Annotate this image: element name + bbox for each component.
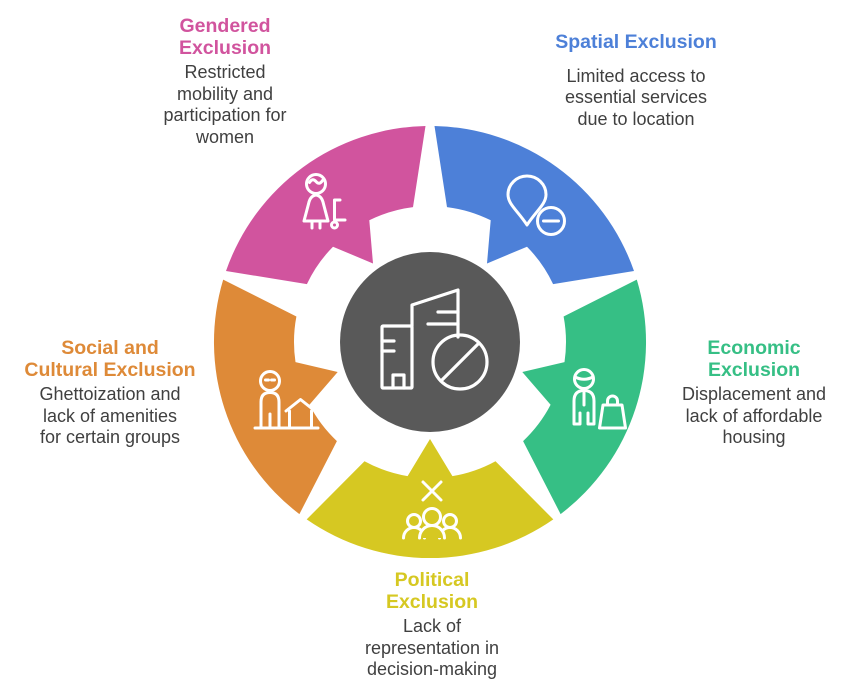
group-crossed-out-icon — [402, 480, 462, 540]
title-line: Social and — [61, 337, 159, 359]
house-roof — [284, 398, 317, 413]
description-line: women — [195, 126, 255, 147]
label-economic-exclusion: Economic Exclusion Displacement and lack… — [641, 337, 864, 449]
description-line: due to location — [577, 108, 695, 129]
description-line: Displacement and — [681, 384, 827, 404]
woman-dress — [302, 193, 330, 223]
description-line: Limited access to — [566, 65, 706, 86]
title-line: Economic — [707, 337, 801, 359]
building-icon — [380, 324, 414, 390]
segment-title: Spatial Exclusion — [521, 31, 751, 54]
person-shopping-bag-icon — [572, 368, 627, 430]
segment-title: Political Exclusion — [319, 569, 545, 613]
segment-title: Social and Cultural Exclusion — [0, 337, 223, 381]
luggage-trolley — [333, 198, 347, 222]
label-gendered-exclusion: Gendered Exclusion Restricted mobility a… — [112, 15, 338, 148]
description-line: lack of affordable — [685, 405, 823, 426]
description-line: for certain groups — [39, 427, 181, 447]
woman-luggage-icon — [302, 173, 347, 230]
location-pin-minus-icon — [506, 174, 566, 236]
no-entry-circle — [431, 333, 489, 391]
title-line: Cultural Exclusion — [24, 358, 196, 381]
person-hat-line — [573, 375, 595, 381]
description-line: Ghettoization and — [39, 384, 181, 404]
shopping-bag-handle — [606, 394, 619, 407]
description-line: essential services — [564, 87, 708, 107]
description-line: participation for — [163, 105, 287, 125]
segment-gendered-exclusion — [226, 126, 426, 285]
person-legs — [572, 411, 596, 426]
segment-description: Lack of representation in decision-makin… — [319, 616, 545, 681]
x-mark-icon — [421, 480, 443, 502]
label-social-cultural-exclusion: Social and Cultural Exclusion Ghettoizat… — [0, 337, 223, 449]
title-line: Exclusion — [707, 358, 801, 381]
segment-social-cultural-exclusion — [213, 279, 338, 515]
label-spatial-exclusion: Spatial Exclusion Limited access to esse… — [521, 31, 751, 131]
group-middle-head — [422, 507, 442, 527]
woman-legs — [310, 219, 322, 230]
title-line: Political — [394, 569, 470, 591]
map-pin — [506, 174, 548, 227]
center-circle — [340, 252, 520, 432]
description-line: mobility and — [176, 83, 274, 104]
woman-hair — [308, 178, 324, 185]
segment-description: Limited access to essential services due… — [521, 66, 751, 131]
group-middle-shoulders — [418, 524, 446, 540]
title-line: Gendered — [179, 15, 271, 37]
building-door — [391, 373, 406, 390]
luggage-wheel — [330, 220, 339, 230]
segment-political-exclusion — [306, 439, 554, 559]
segment-description: Displacement and lack of affordable hous… — [641, 384, 864, 449]
title-line: Spatial Exclusion — [555, 31, 717, 53]
segment-title: Gendered Exclusion — [112, 15, 338, 59]
person-head — [259, 370, 281, 392]
segment-description: Restricted mobility and participation fo… — [112, 62, 338, 148]
description-line: decision-making — [366, 659, 498, 679]
building-floor-lines — [426, 310, 460, 326]
description-line: Restricted — [184, 62, 266, 82]
person-house-icon — [253, 370, 320, 430]
city-no-entry-icon — [380, 288, 489, 391]
person-body — [259, 391, 281, 430]
person-head — [573, 368, 595, 390]
segment-title: Economic Exclusion — [641, 337, 864, 381]
building-window-lines — [380, 339, 396, 353]
title-line: Exclusion — [385, 590, 479, 613]
title-line: Exclusion — [178, 36, 272, 59]
description-line: representation in — [364, 637, 500, 658]
description-line: lack of amenities — [42, 405, 178, 426]
label-political-exclusion: Political Exclusion Lack of representati… — [319, 569, 545, 681]
no-entry-slash — [439, 341, 481, 383]
segment-description: Ghettoization and lack of amenities for … — [0, 384, 223, 449]
segment-spatial-exclusion — [434, 126, 634, 285]
description-line: Lack of — [402, 616, 462, 636]
shopping-bag — [598, 403, 627, 430]
description-line: housing — [722, 427, 786, 447]
